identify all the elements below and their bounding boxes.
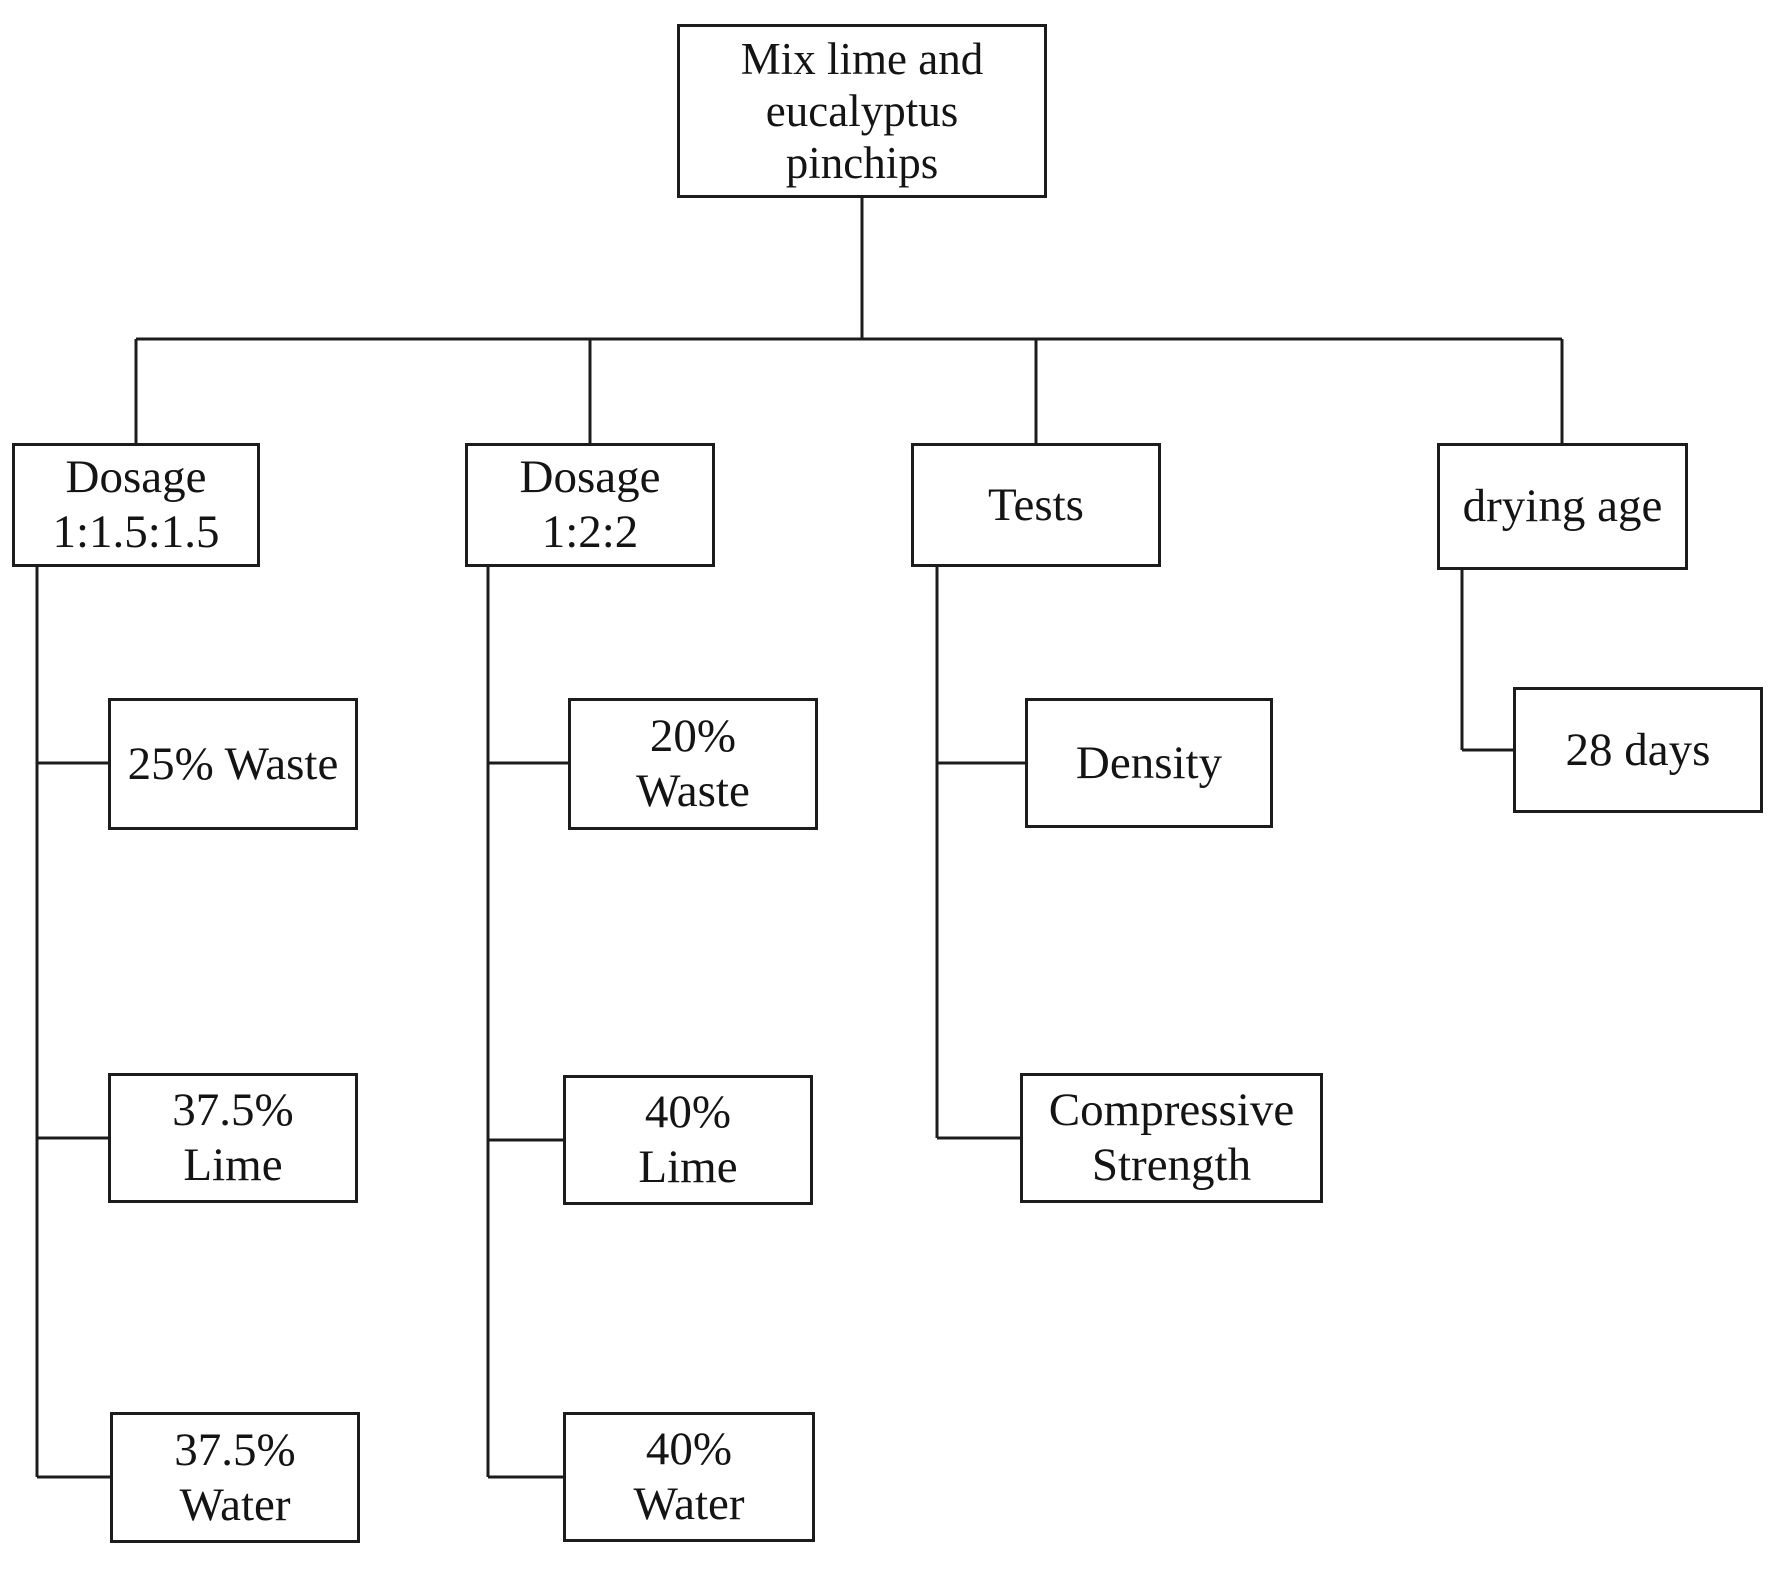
node-375-lime: 37.5% Lime xyxy=(108,1073,358,1203)
node-375-water: 37.5% Water xyxy=(110,1412,360,1543)
node-drying-age: drying age xyxy=(1437,443,1688,570)
node-compressive-strength: Compressive Strength xyxy=(1020,1073,1323,1203)
node-25-waste: 25% Waste xyxy=(108,698,358,830)
node-28-days: 28 days xyxy=(1513,687,1763,813)
node-dosage-1: Dosage 1:1.5:1.5 xyxy=(12,443,260,567)
node-40-lime: 40% Lime xyxy=(563,1075,813,1205)
node-20-waste: 20% Waste xyxy=(568,698,818,830)
node-density: Density xyxy=(1025,698,1273,828)
node-dosage-2: Dosage 1:2:2 xyxy=(465,443,715,567)
node-root: Mix lime and eucalyptus pinchips xyxy=(677,24,1047,198)
node-tests: Tests xyxy=(911,443,1161,567)
node-40-water: 40% Water xyxy=(563,1412,815,1542)
